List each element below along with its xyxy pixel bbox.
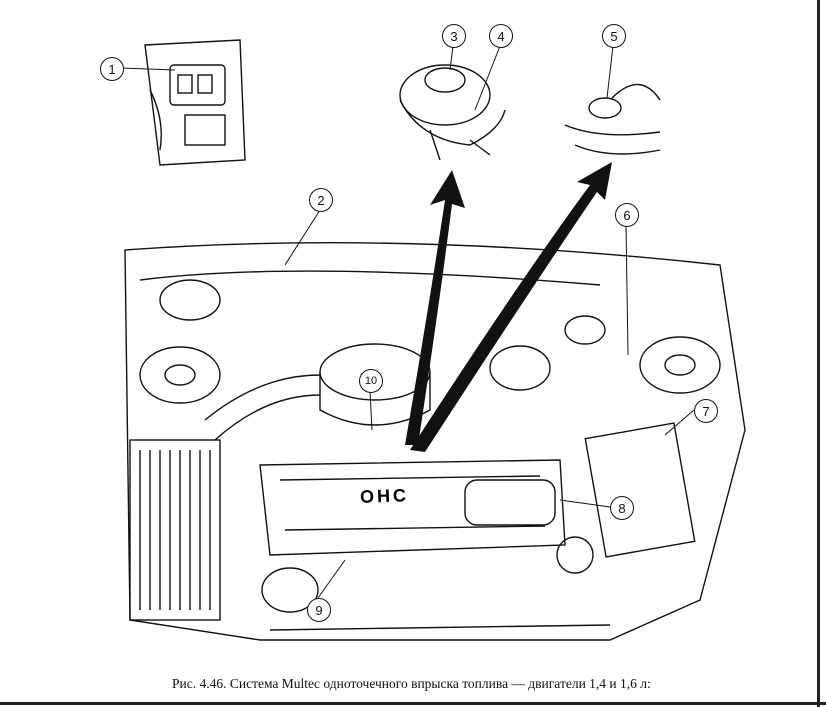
callout-4: 4 [489, 24, 513, 48]
callout-7: 7 [694, 399, 718, 423]
callout-5: 5 [602, 24, 626, 48]
figure-caption: Рис. 4.46. Система Multec одноточечного … [172, 676, 651, 691]
callout-9: 9 [307, 598, 331, 622]
page-border-right [817, 0, 820, 707]
callout-1: 1 [100, 57, 124, 81]
callout-6: 6 [615, 203, 639, 227]
leader-lines [121, 45, 695, 599]
callout-8: 8 [610, 496, 634, 520]
page-border-bottom [0, 702, 826, 705]
pointer-arrows [405, 162, 612, 452]
inset-throttle-body [399, 64, 506, 161]
inset-sensor [564, 83, 661, 155]
inset-ecu [144, 39, 246, 166]
callout-3: 3 [442, 24, 466, 48]
engine-bay [124, 242, 746, 641]
callout-10: 10 [359, 369, 383, 393]
callout-2: 2 [309, 188, 333, 212]
engine-cover-label: OHC [359, 485, 410, 507]
